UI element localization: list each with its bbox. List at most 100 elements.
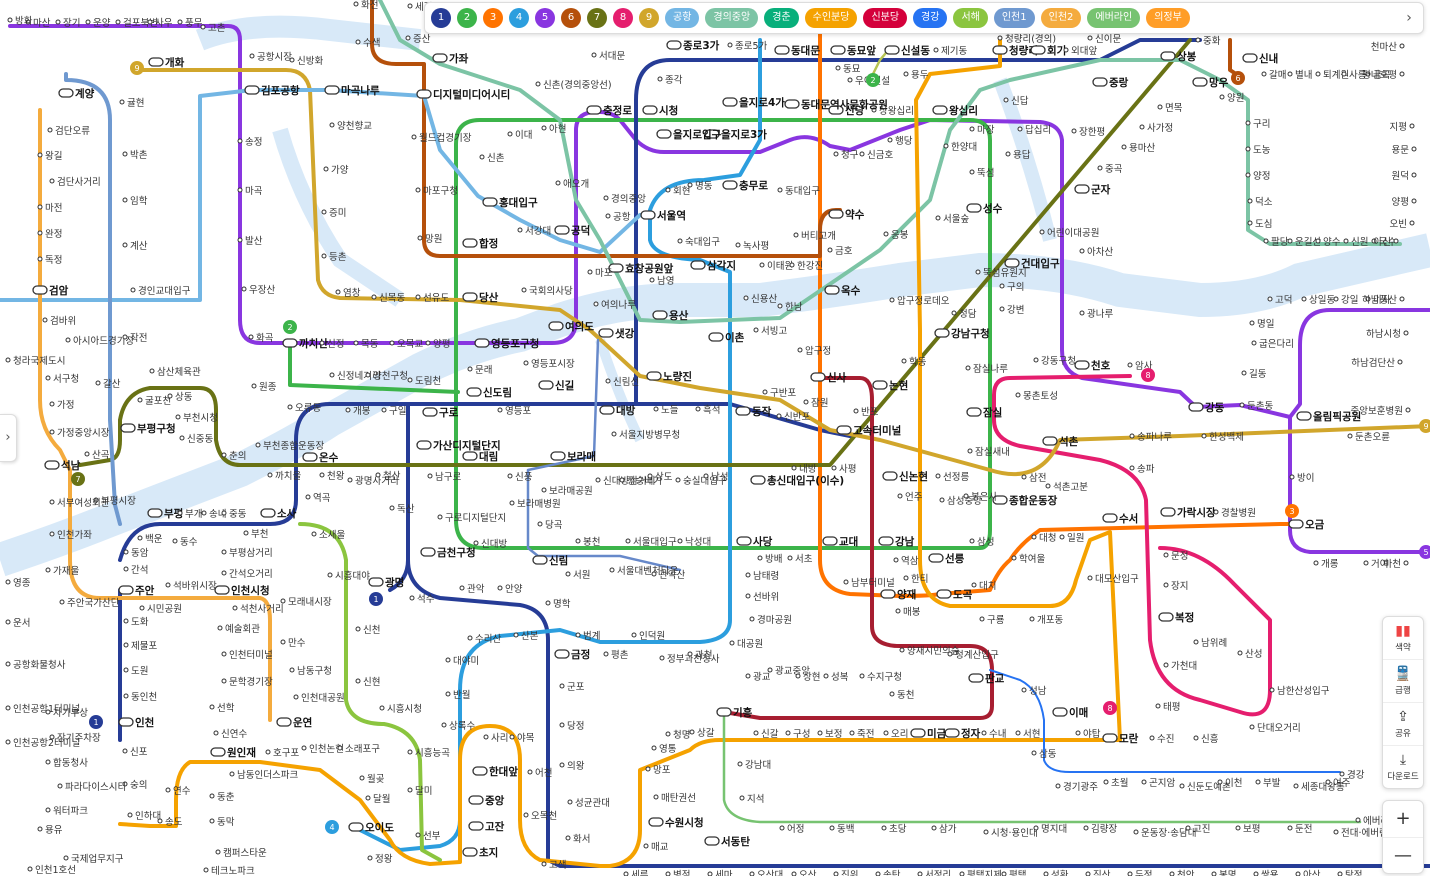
station-s134[interactable]: 동작 — [735, 405, 772, 418]
station-s224[interactable]: 보정 — [817, 729, 842, 740]
station-s19[interactable]: 완정 — [37, 229, 62, 240]
station-marker[interactable] — [743, 295, 749, 301]
station-marker[interactable] — [249, 53, 255, 59]
station-s207[interactable]: 매봉 — [895, 607, 921, 618]
station-s132[interactable]: 노들 — [653, 405, 679, 416]
zoom-out-button[interactable]: — — [1394, 845, 1412, 866]
station-s457[interactable]: 명동 — [687, 181, 713, 192]
station-marker[interactable] — [221, 678, 227, 684]
station-s87[interactable]: 연수 — [165, 786, 191, 797]
station-marker[interactable] — [875, 871, 881, 876]
station-s112[interactable]: 화곡 — [248, 333, 274, 344]
station-s421[interactable]: 강동구청 — [1033, 356, 1076, 367]
station-s202[interactable]: 도곡 — [936, 589, 973, 601]
station-s303[interactable]: 남태령 — [745, 570, 779, 582]
station-s167[interactable]: 보라매병원 — [509, 499, 561, 510]
station-s139[interactable]: 대림 — [462, 450, 498, 463]
station-s381[interactable]: 논현 — [872, 379, 908, 392]
station-s147[interactable]: 숭실대입구 — [675, 475, 727, 487]
station-s445[interactable]: 사릉 — [1341, 70, 1367, 81]
station-s278[interactable]: 당정 — [559, 721, 584, 732]
station-marker[interactable] — [575, 538, 581, 544]
station-marker[interactable] — [147, 19, 153, 25]
station-marker[interactable] — [422, 407, 438, 417]
station-marker[interactable] — [1411, 172, 1417, 178]
station-marker[interactable] — [944, 728, 960, 738]
station-s13[interactable]: 계양 — [58, 87, 95, 100]
station-s193[interactable]: 방이 — [1289, 473, 1314, 484]
station-s118[interactable]: 영등포구청 — [474, 337, 539, 350]
station-marker[interactable] — [1245, 120, 1251, 126]
station-marker[interactable] — [646, 371, 662, 381]
station-s144[interactable]: 신대방삼거리 — [595, 476, 655, 487]
station-marker[interactable] — [130, 287, 136, 293]
station-s384[interactable]: 신논현 — [882, 470, 928, 483]
station-marker[interactable] — [407, 3, 413, 9]
station-s35[interactable]: 굴포천 — [137, 396, 171, 407]
station-marker[interactable] — [1315, 238, 1321, 244]
station-marker[interactable] — [157, 818, 163, 824]
station-marker[interactable] — [425, 340, 431, 346]
station-s123[interactable]: 도림천 — [407, 375, 441, 387]
station-marker[interactable] — [1269, 687, 1275, 693]
station-marker[interactable] — [345, 407, 351, 413]
station-marker[interactable] — [165, 582, 171, 588]
station-s82[interactable]: 소래포구 — [337, 744, 380, 755]
station-marker[interactable] — [248, 334, 254, 340]
station-marker[interactable] — [45, 759, 51, 765]
station-s473[interactable]: 천안 — [1169, 870, 1195, 876]
station-s440[interactable]: 국수 — [1371, 237, 1397, 248]
station-s376[interactable]: 신사 — [810, 371, 847, 384]
station-marker[interactable] — [1074, 184, 1090, 194]
station-s88[interactable]: 남동인더스파크 — [229, 770, 298, 781]
line-chip-경강[interactable]: 경강 — [913, 8, 948, 28]
station-s78[interactable]: 신연수 — [213, 729, 247, 740]
station-marker[interactable] — [653, 406, 659, 412]
station-marker[interactable] — [963, 493, 969, 499]
station-s398[interactable]: 잠실 — [966, 406, 1002, 419]
station-marker[interactable] — [221, 570, 227, 576]
station-s1[interactable]: 마산 — [25, 18, 51, 29]
station-s504[interactable]: 합동청사 — [45, 758, 88, 769]
station-s490[interactable]: 원종 — [251, 382, 277, 393]
station-marker[interactable] — [232, 605, 238, 611]
express-mode-button[interactable]: 🚆 급행 — [1383, 660, 1423, 703]
station-marker[interactable] — [997, 35, 1003, 41]
station-marker[interactable] — [348, 822, 364, 832]
station-s135[interactable]: 구반포 — [762, 388, 796, 399]
station-marker[interactable] — [1011, 555, 1017, 561]
station-marker[interactable] — [828, 209, 844, 219]
station-marker[interactable] — [276, 717, 292, 727]
station-s114[interactable]: 신정 — [319, 339, 344, 350]
station-marker[interactable] — [762, 389, 768, 395]
station-s103[interactable]: 당산 — [462, 291, 499, 304]
station-marker[interactable] — [753, 327, 759, 333]
station-s184[interactable]: 송파나루 — [1129, 432, 1172, 443]
station-marker[interactable] — [1160, 51, 1176, 61]
station-marker[interactable] — [323, 166, 329, 172]
station-s233[interactable]: 신흥 — [1193, 733, 1219, 745]
station-s300[interactable]: 대공원 — [729, 639, 763, 650]
station-s505[interactable]: 파라다이스시티 — [57, 782, 126, 793]
station-s162[interactable]: 신림 — [532, 554, 568, 567]
station-s7[interactable]: 고촌 — [200, 23, 226, 34]
station-s372[interactable]: 응봉 — [883, 230, 909, 241]
station-marker[interactable] — [509, 500, 515, 506]
station-marker[interactable] — [880, 589, 896, 599]
station-marker[interactable] — [5, 357, 11, 363]
station-s227[interactable]: 수내 — [981, 729, 1006, 740]
station-marker[interactable] — [1261, 71, 1267, 77]
station-marker[interactable] — [409, 595, 415, 601]
station-marker[interactable] — [968, 673, 984, 683]
station-marker[interactable] — [5, 705, 11, 711]
station-marker[interactable] — [893, 557, 899, 563]
station-marker[interactable] — [217, 625, 223, 631]
station-marker[interactable] — [45, 807, 51, 813]
station-marker[interactable] — [716, 707, 732, 717]
station-s97[interactable]: 가양 — [323, 165, 349, 176]
station-marker[interactable] — [1219, 94, 1225, 100]
station-marker[interactable] — [1001, 871, 1007, 876]
station-s475[interactable]: 쌍용 — [1253, 870, 1279, 876]
line-chip-인천2[interactable]: 인천2 — [1040, 8, 1082, 28]
station-marker[interactable] — [1075, 730, 1081, 736]
